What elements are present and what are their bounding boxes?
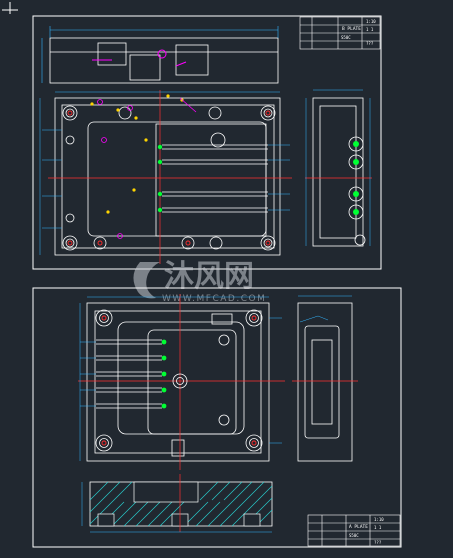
sheet-a-scale: 1:10	[374, 517, 384, 522]
watermark-logo-icon	[133, 262, 160, 299]
b-plate-centerlines	[48, 90, 292, 264]
sheet-b-material: S50C	[341, 35, 351, 40]
sheet-b-designer: ???	[366, 41, 374, 46]
sheet-a-qty: 1 1	[374, 525, 382, 530]
a-plate-section-view	[81, 474, 273, 533]
b-plate-note-marks	[97, 97, 197, 239]
b-plate-side-dims	[305, 89, 371, 246]
a-plate-side-view	[297, 302, 353, 462]
b-plate-plan-view	[54, 97, 281, 256]
b-plate-cooling-ports	[157, 144, 163, 213]
a-plate-centerlines	[78, 294, 285, 470]
sheet-b-qty: 1 1	[366, 27, 374, 32]
a-plate-cooling-channels	[96, 339, 162, 409]
a-plate-cooling-ports	[161, 339, 167, 409]
sheet-a-material: S50C	[349, 533, 359, 538]
a-plate-section-pocket	[97, 481, 261, 527]
b-plate-top-section	[49, 37, 279, 84]
b-plate-top-section-features	[92, 49, 187, 67]
b-plate-cooling-channels	[162, 144, 268, 213]
b-plate-side-cooling	[353, 141, 359, 215]
a-plate-red-holes	[101, 315, 257, 446]
a-plate-section-dims	[81, 482, 272, 533]
a-plate-side-dims	[298, 295, 352, 323]
b-plate-top-section-dims	[41, 26, 279, 83]
b-plate-red-holes	[67, 110, 271, 246]
b-plate-dimension-leaders	[39, 91, 290, 255]
sheet-b-border	[32, 15, 382, 270]
sheet-a-designer: ???	[374, 540, 382, 545]
sheet-a-border	[32, 287, 402, 548]
sheet-b-plate: B PLATE 1:10 1 1 S50C ???	[32, 15, 382, 270]
sheet-b-scale: 1:10	[366, 19, 376, 24]
sheet-b-title-block	[299, 16, 381, 50]
watermark-brand: 沐风网	[164, 259, 254, 294]
a-plate-guide-holes	[95, 309, 263, 452]
sheet-b-part-name: B PLATE	[342, 26, 361, 32]
a-plate-plan-view	[86, 302, 270, 462]
b-plate-side-view	[312, 97, 366, 247]
a-plate-dimension-leaders	[79, 296, 282, 461]
ucs-icon	[2, 2, 18, 14]
sheet-a-title-block	[307, 514, 401, 547]
sheet-a-part-name: A PLATE	[349, 524, 368, 530]
watermark-url: WWW.MFCAD.COM	[162, 294, 266, 304]
sheet-a-plate: A PLATE 1:10 1 1 S50C ???	[32, 287, 402, 548]
b-plate-guide-holes	[62, 105, 276, 251]
